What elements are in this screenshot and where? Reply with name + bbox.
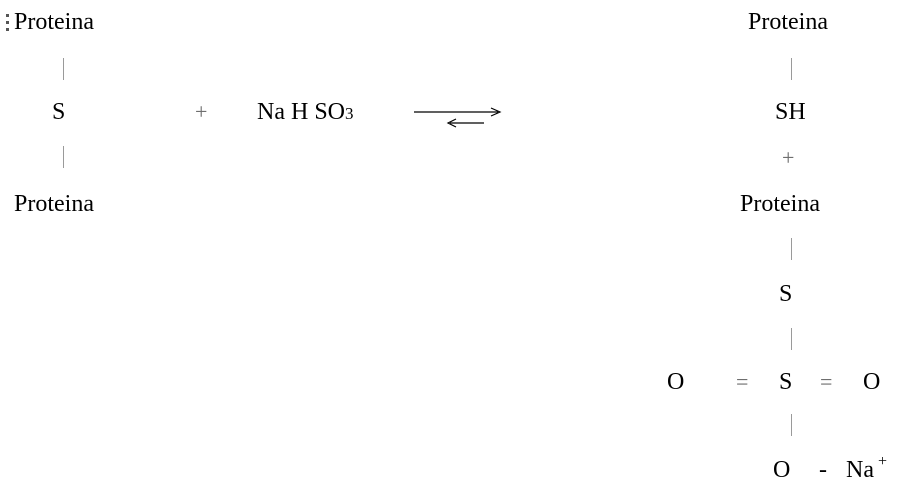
- left-sulfur: S: [52, 99, 66, 125]
- sulfur-center: S: [779, 369, 793, 395]
- right-bond-lower: [791, 328, 792, 350]
- equilibrium-arrow-icon: [414, 107, 502, 128]
- double-bond-left: =: [736, 369, 749, 394]
- reagent-subscript: 3: [345, 104, 354, 123]
- right-bond-top: [791, 58, 792, 80]
- oxygen-left: O: [667, 369, 685, 395]
- left-bond-bottom: [63, 146, 64, 168]
- left-protein-top: Proteina: [14, 9, 94, 35]
- ellipsis-marker: [4, 14, 10, 32]
- right-plus-sign: +: [782, 145, 795, 170]
- left-protein-bottom: Proteina: [14, 191, 94, 217]
- reagent-formula: Na H SO3: [257, 100, 354, 126]
- sodium-label: Na: [846, 457, 874, 483]
- right-bond-middle: [791, 238, 792, 260]
- right-bond-bottom: [791, 414, 792, 436]
- bottom-oxygen: O: [773, 457, 791, 483]
- plus-sign: +: [195, 99, 208, 124]
- sodium-charge: +: [877, 453, 888, 470]
- right-protein-middle: Proteina: [740, 191, 820, 217]
- right-sulfur-link: S: [779, 281, 793, 307]
- ionic-dash: -: [819, 457, 827, 483]
- left-bond-top: [63, 58, 64, 80]
- right-protein-top: Proteina: [748, 9, 828, 35]
- right-sh: SH: [775, 99, 806, 125]
- reagent-text: Na H SO: [257, 99, 345, 125]
- double-bond-right: =: [820, 369, 833, 394]
- sodium-ion: Na+: [846, 453, 887, 485]
- oxygen-right: O: [863, 369, 881, 395]
